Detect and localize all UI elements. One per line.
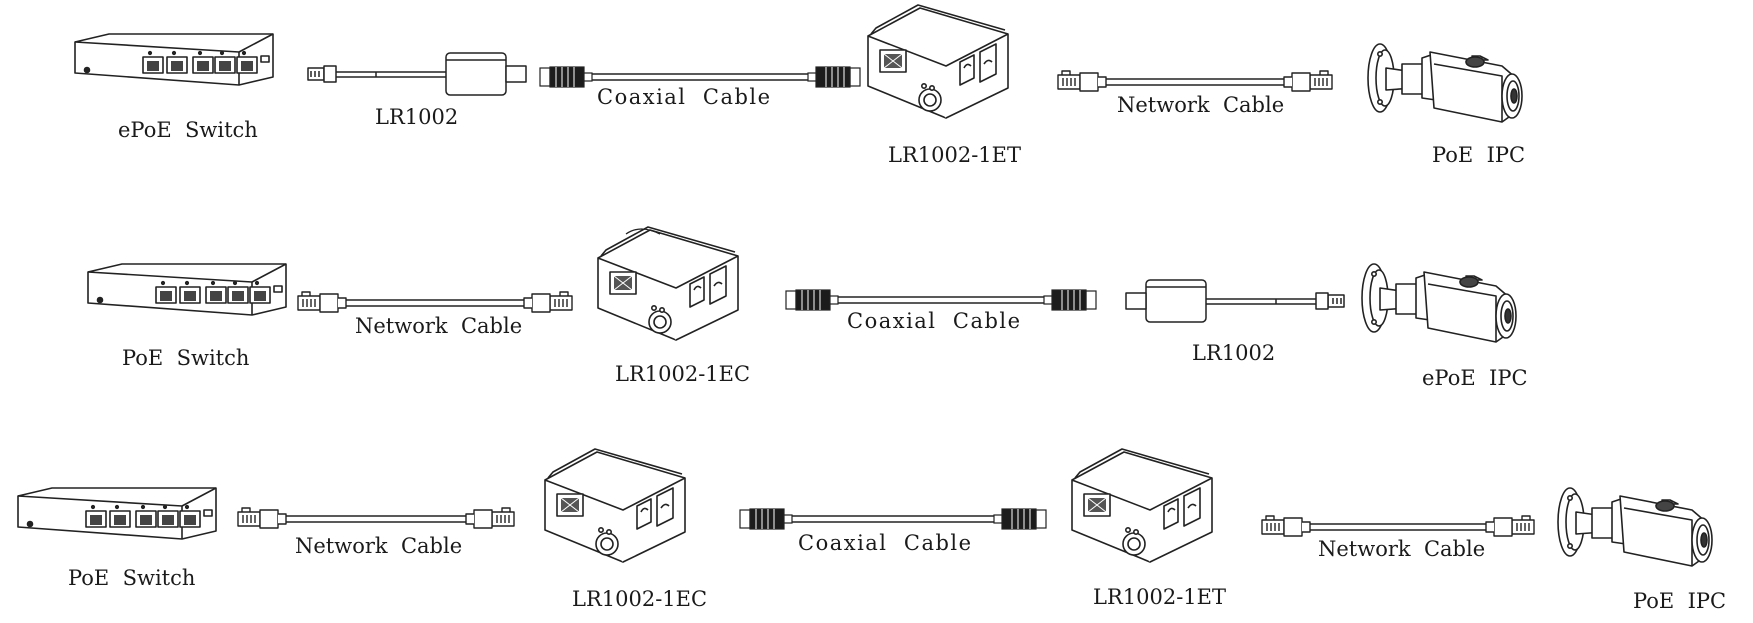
epoe-camera-icon bbox=[1361, 263, 1517, 343]
network-cable-label-1: Network Cable bbox=[295, 534, 463, 558]
camera-label: PoE IPC bbox=[1432, 143, 1526, 167]
coaxial-cable-icon bbox=[539, 66, 861, 88]
network-cable-icon bbox=[297, 291, 573, 313]
coaxial-cable-icon bbox=[785, 289, 1097, 311]
camera-label: ePoE IPC bbox=[1422, 366, 1528, 390]
network-cable-label: Network Cable bbox=[1117, 93, 1285, 117]
network-cable-icon bbox=[1261, 515, 1535, 537]
extender-near-label: LR1002-1EC bbox=[572, 587, 708, 611]
extender-near-label: LR1002-1EC bbox=[615, 362, 751, 386]
extender-far-label: LR1002-1ET bbox=[1093, 585, 1226, 609]
switch-label: ePoE Switch bbox=[118, 118, 258, 142]
poe-camera-icon bbox=[1367, 43, 1523, 123]
lr1002-1et-extender-icon bbox=[1071, 448, 1213, 563]
network-cable-icon bbox=[237, 507, 515, 529]
epoe-switch-icon bbox=[74, 33, 274, 86]
lr1002-adapter-icon bbox=[307, 52, 527, 96]
extender-far-label: LR1002-1ET bbox=[888, 143, 1021, 167]
row-2 bbox=[87, 226, 1517, 343]
extender-near-label: LR1002 bbox=[375, 105, 459, 129]
lr1002-1ec-extender-icon bbox=[544, 448, 686, 563]
switch-label: PoE Switch bbox=[122, 346, 250, 370]
coax-cable-label: Coaxial Cable bbox=[798, 531, 973, 555]
extender-far-label: LR1002 bbox=[1192, 341, 1276, 365]
camera-label: PoE IPC bbox=[1633, 589, 1727, 613]
lr1002-adapter-icon bbox=[1125, 279, 1345, 323]
switch-label: PoE Switch bbox=[68, 566, 196, 590]
network-cable-icon bbox=[1057, 70, 1333, 92]
poe-switch-icon bbox=[17, 487, 217, 540]
network-cable-label-2: Network Cable bbox=[1318, 537, 1486, 561]
coaxial-cable-icon bbox=[739, 508, 1047, 530]
coax-cable-label: Coaxial Cable bbox=[597, 85, 772, 109]
coax-cable-label: Coaxial Cable bbox=[847, 309, 1022, 333]
lr1002-1ec-extender-icon bbox=[597, 226, 739, 341]
poe-switch-icon bbox=[87, 263, 287, 316]
network-cable-label: Network Cable bbox=[355, 314, 523, 338]
lr1002-1et-extender-icon bbox=[867, 4, 1009, 119]
poe-camera-icon bbox=[1557, 487, 1713, 567]
row-1 bbox=[74, 4, 1523, 123]
row-3 bbox=[17, 448, 1713, 567]
